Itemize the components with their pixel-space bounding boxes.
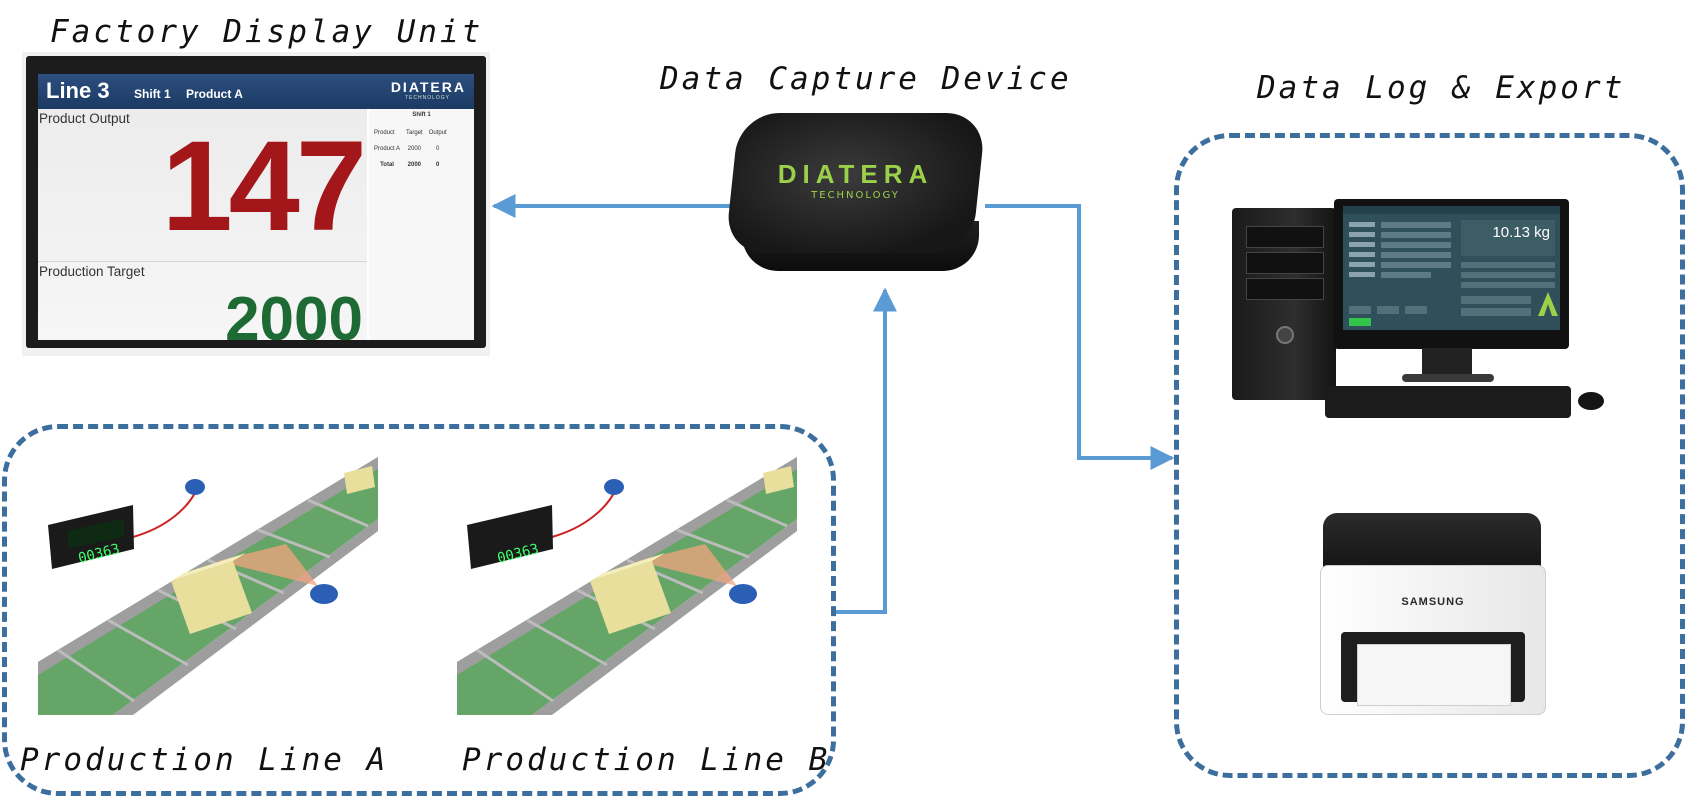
mouse-icon — [1578, 392, 1604, 410]
table-header: Target — [406, 130, 423, 136]
shift-table-panel: Shift 1 Product Target Output Product A … — [369, 109, 474, 340]
table-row: Total 2000 0 — [371, 157, 450, 173]
label-line-b: Production Line B — [462, 742, 831, 778]
software-ui-icon — [1343, 206, 1560, 326]
display-brand-sub: TECHNOLOGY — [404, 95, 450, 101]
table-row: Product A 2000 0 — [371, 141, 450, 157]
display-product: Product A — [186, 87, 243, 101]
table-header: Output — [428, 130, 447, 136]
display-shift: Shift 1 — [134, 87, 171, 101]
arrow-lines-to-device — [832, 287, 897, 614]
keyboard-icon — [1325, 386, 1571, 418]
device-brand-logo: DIATERA — [777, 159, 934, 189]
paper-sheet — [1357, 644, 1511, 706]
monitor-foot — [1402, 374, 1494, 382]
table-header-row: Product Target Output — [371, 125, 450, 141]
drive-bay — [1246, 278, 1324, 300]
conveyor-icon — [457, 457, 797, 715]
table-header: Product — [374, 130, 395, 136]
display-screen: Line 3 Shift 1 Product A DIATERA TECHNOL… — [38, 74, 474, 340]
pc-monitor: 10.13 kg — [1334, 199, 1569, 349]
drive-bay — [1246, 226, 1324, 248]
monitor-bezel: Line 3 Shift 1 Product A DIATERA TECHNOL… — [26, 56, 486, 348]
table-cell: 2000 — [407, 146, 422, 152]
display-brand-logo: DIATERA — [390, 79, 466, 95]
power-button-icon — [1276, 326, 1294, 344]
panel-divider — [38, 261, 367, 262]
arrow-device-to-log — [985, 204, 1175, 470]
conveyor-icon — [38, 457, 378, 715]
output-value: 147 — [161, 115, 367, 258]
weight-readout: 10.13 kg — [1492, 224, 1550, 241]
factory-display-monitor: Line 3 Shift 1 Product A DIATERA TECHNOL… — [22, 52, 490, 356]
conveyor-scene-b — [457, 457, 797, 715]
table-cell: Product A — [374, 146, 401, 152]
output-label: Product Output — [39, 111, 130, 126]
label-factory-display: Factory Display Unit — [50, 14, 484, 50]
capture-device-icon: DIATERA TECHNOLOGY — [724, 113, 987, 291]
desktop-pc-icon — [1232, 208, 1336, 400]
target-value: 2000 — [225, 285, 363, 341]
production-lines-group — [2, 424, 836, 796]
printer-brand: SAMSUNG — [1401, 596, 1465, 608]
monitor-neck — [1422, 348, 1472, 378]
printer-icon: SAMSUNG — [1320, 565, 1546, 715]
device-brand-sub: TECHNOLOGY — [811, 190, 900, 201]
output-panel: Product Output 147 Production Target 200… — [38, 109, 367, 340]
shift-table: Product Target Output Product A 2000 0 T… — [371, 125, 450, 173]
label-line-a: Production Line A — [20, 742, 389, 778]
label-data-capture: Data Capture Device — [660, 61, 1072, 97]
target-label: Production Target — [39, 264, 145, 279]
table-cell: Total — [380, 162, 394, 168]
data-log-group — [1174, 133, 1685, 778]
conveyor-scene-a — [38, 457, 378, 715]
table-cell: 2000 — [407, 162, 422, 168]
pc-screen: 10.13 kg — [1343, 206, 1560, 330]
table-cell: 0 — [436, 162, 440, 168]
display-line: Line 3 — [46, 78, 110, 103]
display-header: Line 3 Shift 1 Product A DIATERA TECHNOL… — [38, 74, 474, 109]
table-cell: 0 — [436, 146, 440, 152]
drive-bay — [1246, 252, 1324, 274]
label-data-log: Data Log & Export — [1257, 70, 1626, 106]
shift-table-title: Shift 1 — [412, 112, 431, 118]
